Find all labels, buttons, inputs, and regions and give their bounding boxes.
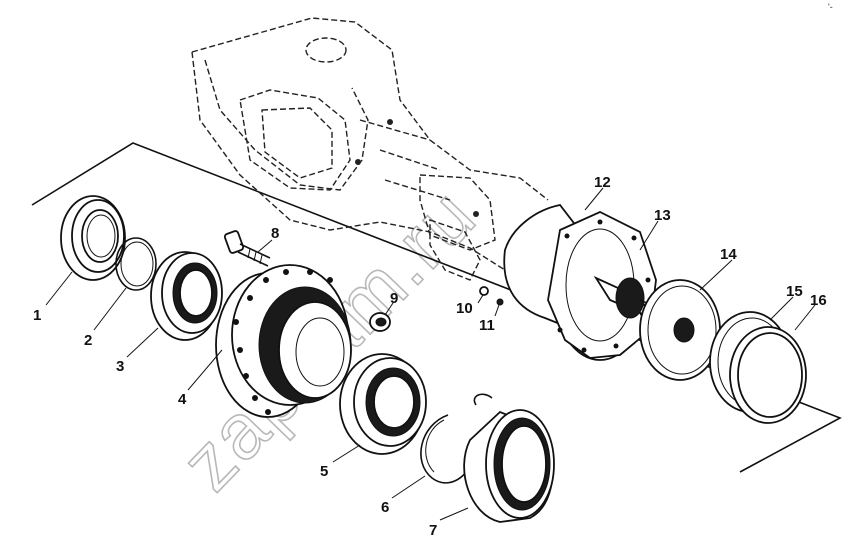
callout-12: 12: [594, 174, 611, 191]
callout-15: 15: [786, 283, 803, 300]
part-10-screw: [479, 286, 489, 296]
part-2-snap-ring: [115, 237, 157, 291]
callout-2: 2: [84, 332, 92, 349]
callout-13: 13: [654, 207, 671, 224]
part-4-wheel-hub: [215, 264, 352, 418]
callout-5: 5: [320, 463, 328, 480]
part-12-carrier-housing: [503, 204, 657, 361]
callout-16: 16: [810, 292, 827, 309]
callout-1: 1: [33, 307, 41, 324]
callout-9: 9: [390, 290, 398, 307]
callout-14: 14: [720, 246, 737, 263]
part-16-ring: [729, 326, 807, 424]
part-9-nut: [369, 312, 391, 332]
callout-10: 10: [456, 300, 473, 317]
leader-lines: [45, 187, 816, 521]
part-6-circlip: [420, 414, 473, 484]
callout-6: 6: [381, 499, 389, 516]
part-14-thrust-plate: [639, 279, 721, 381]
part-1-oil-seal: [60, 195, 126, 281]
callout-labels: 1 2 3 4 5 6 7 8 9 10 11 12 13 14 15 16: [33, 174, 827, 539]
callout-8: 8: [271, 225, 279, 242]
axle-housing: [191, 17, 549, 281]
callout-11: 11: [479, 317, 495, 334]
part-5-bearing: [339, 353, 427, 455]
base-plane-outline: [31, 142, 842, 473]
callout-7: 7: [429, 522, 437, 539]
part-7-ring-gear: [463, 393, 555, 523]
corner-mark: '-: [828, 2, 833, 12]
part-11-pin: [496, 298, 504, 306]
callout-3: 3: [116, 358, 124, 375]
part-3-bearing: [150, 251, 223, 341]
callout-4: 4: [178, 391, 187, 408]
part-8-wheel-stud: [223, 230, 271, 267]
